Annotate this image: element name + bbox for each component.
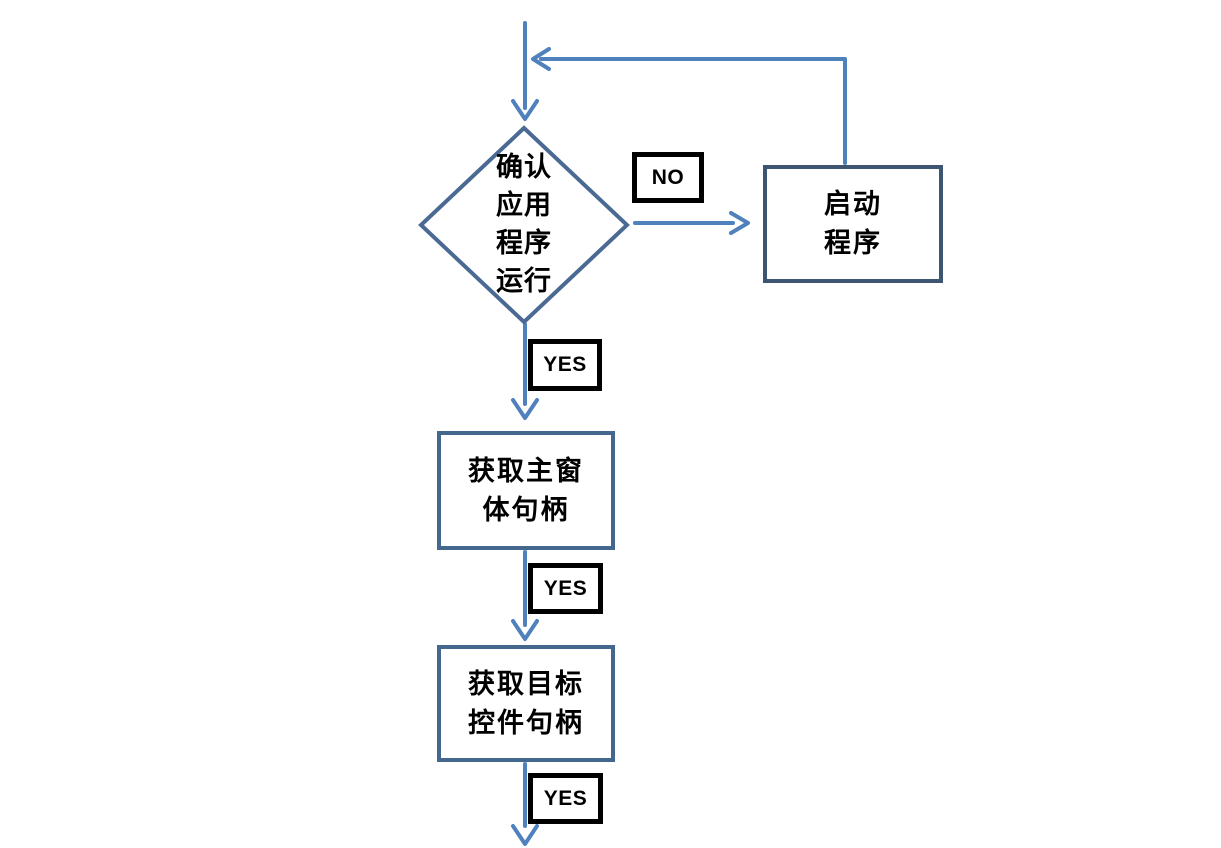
loopback-arrow-left-icon — [531, 47, 551, 71]
node-get-main-window-handle: 获取主窗 体句柄 — [437, 431, 615, 550]
edge-label-no: NO — [632, 152, 704, 203]
yes-arrow-down-icon-2 — [511, 619, 539, 641]
node-text-line: 程序 — [824, 228, 882, 259]
node-get-target-control-handle: 获取目标 控件句柄 — [437, 645, 615, 762]
node-text-line: 启动 — [824, 189, 882, 220]
decision-diamond-shape — [418, 125, 630, 325]
entry-arrow-down-icon — [511, 99, 539, 121]
no-branch-arrow-right-icon — [729, 211, 750, 235]
edge-label-yes-1: YES — [528, 339, 602, 391]
loopback-line — [539, 57, 847, 165]
node-text-line: 控件句柄 — [468, 707, 584, 739]
node-start-program: 启动 程序 — [763, 165, 943, 283]
edge-label-yes-2: YES — [528, 563, 603, 614]
decision-line: 程序 — [496, 228, 552, 259]
node-text-line: 获取目标 — [468, 668, 584, 700]
yes-arrow-down-icon-3 — [511, 824, 539, 846]
connectors — [511, 21, 847, 846]
decision-line: 应用 — [496, 190, 552, 221]
node-text-line: 体句柄 — [482, 494, 570, 526]
decision-line: 确认 — [496, 152, 552, 183]
edge-label-yes-3: YES — [528, 773, 603, 824]
decision-node-label: 确认 应用 程序 运行 — [424, 142, 624, 308]
yes-arrow-down-icon-1 — [511, 398, 539, 420]
node-text-line: 获取主窗 — [468, 455, 584, 487]
decision-line: 运行 — [496, 266, 552, 297]
